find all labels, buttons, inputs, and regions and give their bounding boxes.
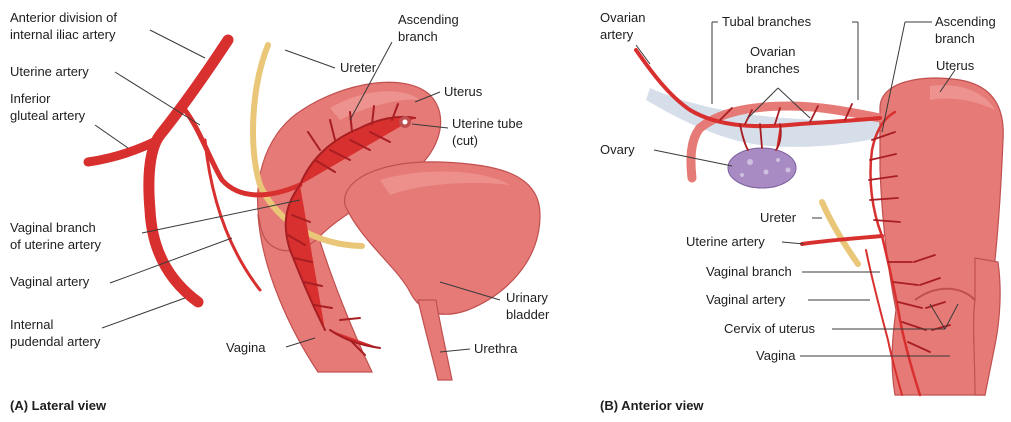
label-uterine-tube-line1: Uterine tube (452, 116, 523, 131)
label-ovarian-artery-line2: artery (600, 27, 634, 42)
label-ureter-anterior: Ureter (760, 210, 797, 225)
label-internal-pudendal-line1: Internal (10, 317, 53, 332)
anterior-view-panel: Ovarian artery Tubal branches Ovarian br… (600, 10, 1003, 413)
label-ovary: Ovary (600, 142, 635, 157)
anterior-ovary-shape (728, 148, 796, 188)
anterior-ureter-shape (822, 202, 858, 264)
label-internal-pudendal-line2: pudendal artery (10, 334, 101, 349)
label-ovarian-artery-line1: Ovarian (600, 10, 646, 25)
label-ovarian-branches-line1: Ovarian (750, 44, 796, 59)
label-vagina-anterior: Vagina (756, 348, 796, 363)
label-ascending-branch-lateral-line2: branch (398, 29, 438, 44)
label-urinary-bladder-line1: Urinary (506, 290, 548, 305)
label-uterus-lateral: Uterus (444, 84, 483, 99)
lateral-view-panel: Anterior division of internal iliac arte… (10, 10, 550, 413)
label-anterior-division-line1: Anterior division of (10, 10, 117, 25)
anterior-vagina-shape (974, 258, 1000, 395)
anterior-fimbriae (666, 178, 710, 214)
label-ascending-branch-lateral-line1: Ascending (398, 12, 459, 27)
label-vaginal-branch-line2: of uterine artery (10, 237, 102, 252)
label-vaginal-branch-anterior: Vaginal branch (706, 264, 792, 279)
label-cervix-of-uterus: Cervix of uterus (724, 321, 816, 336)
label-vaginal-branch-line1: Vaginal branch (10, 220, 96, 235)
caption-lateral-view: (A) Lateral view (10, 398, 107, 413)
label-inferior-gluteal-line1: Inferior (10, 91, 51, 106)
lateral-uterine-tube-lumen (403, 120, 408, 125)
label-vagina-lateral: Vagina (226, 340, 266, 355)
label-anterior-division-line2: internal iliac artery (10, 27, 116, 42)
label-vaginal-artery: Vaginal artery (10, 274, 90, 289)
label-ovarian-branches-line2: branches (746, 61, 800, 76)
label-uterine-tube-line2: (cut) (452, 133, 478, 148)
caption-anterior-view: (B) Anterior view (600, 398, 704, 413)
label-vaginal-artery-anterior: Vaginal artery (706, 292, 786, 307)
label-urinary-bladder-line2: bladder (506, 307, 550, 322)
label-uterus-anterior: Uterus (936, 58, 975, 73)
label-ascending-branch-anterior-line1: Ascending (935, 14, 996, 29)
label-ascending-branch-anterior-line2: branch (935, 31, 975, 46)
label-uterine-artery-anterior: Uterine artery (686, 234, 765, 249)
label-inferior-gluteal-line2: gluteal artery (10, 108, 86, 123)
label-tubal-branches: Tubal branches (722, 14, 812, 29)
label-ureter-lateral: Ureter (340, 60, 377, 75)
label-urethra: Urethra (474, 341, 518, 356)
label-uterine-artery: Uterine artery (10, 64, 89, 79)
